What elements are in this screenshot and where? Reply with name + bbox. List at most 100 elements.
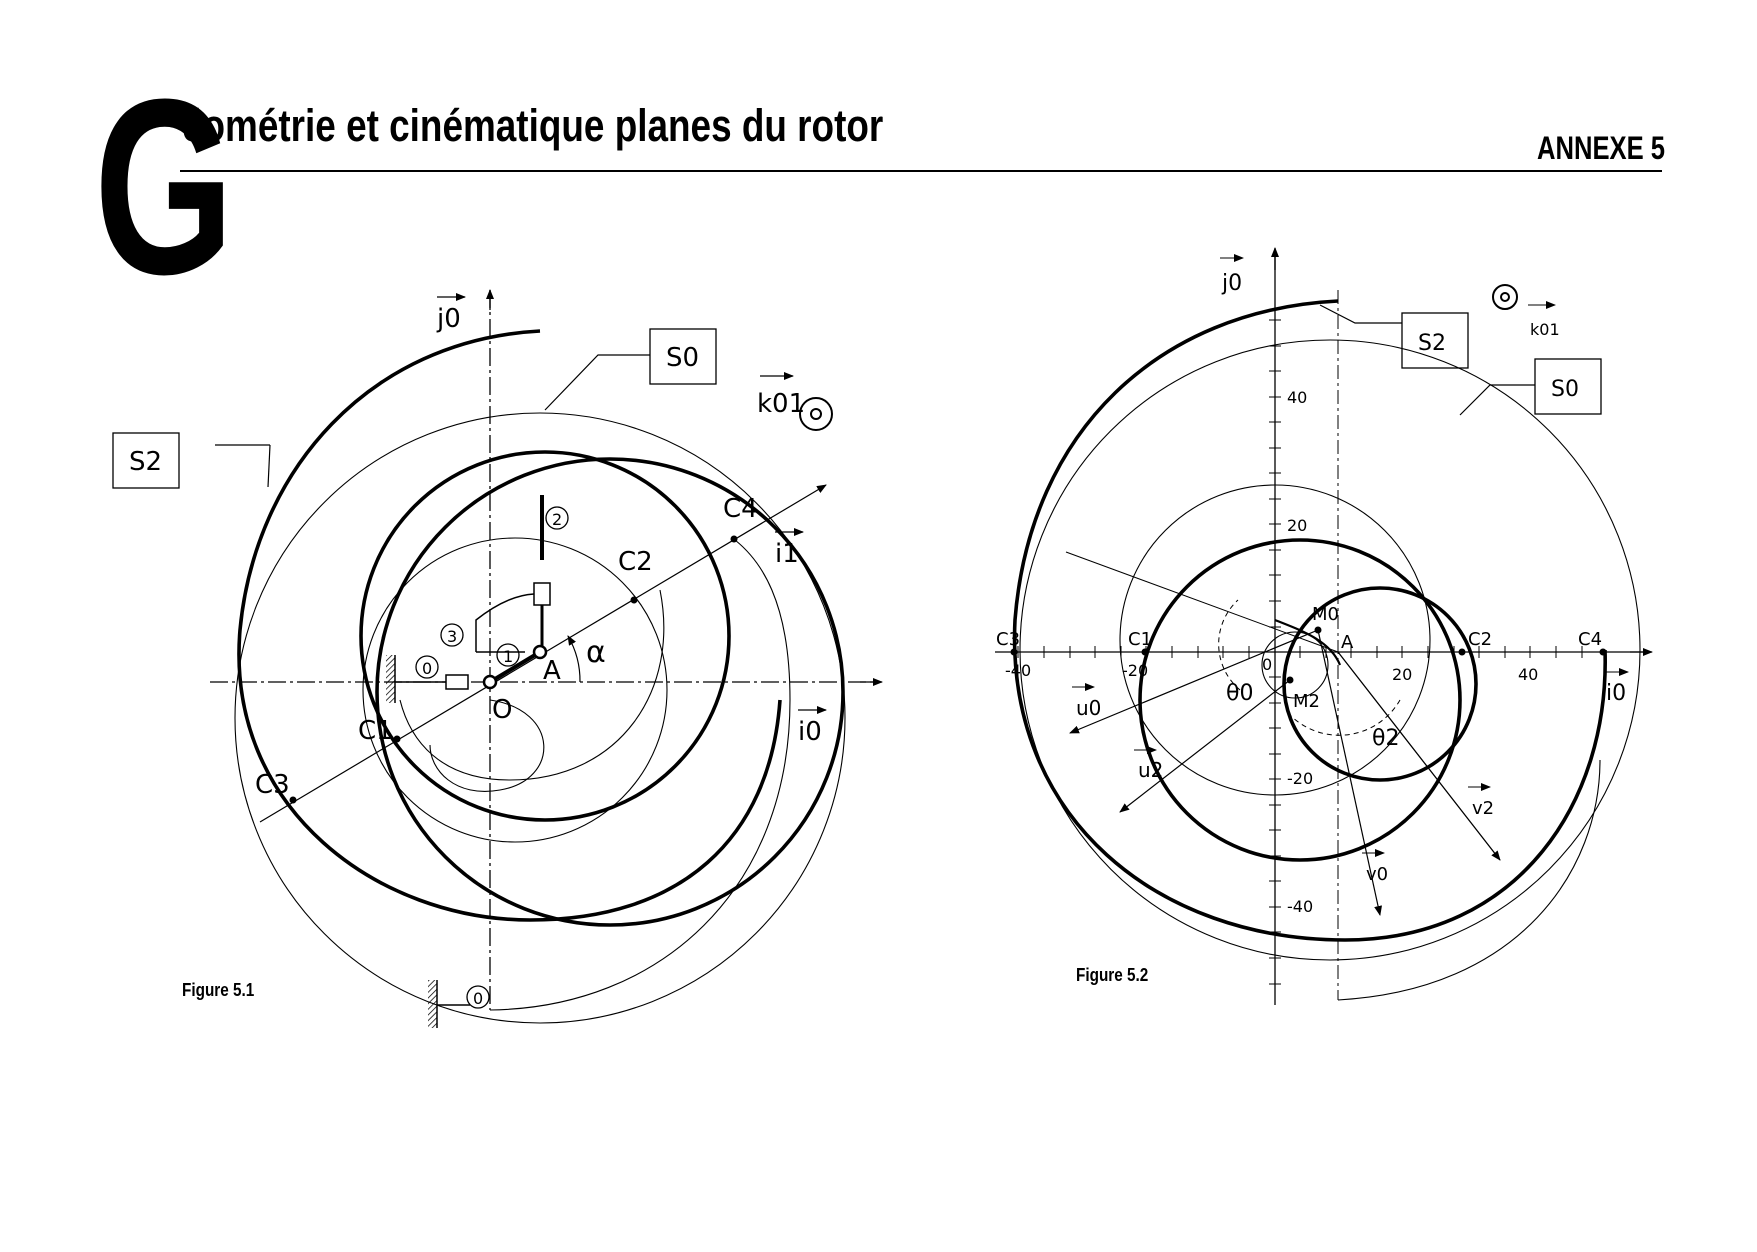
fig2-box-s2 (1401, 312, 1469, 369)
fig2-tick-x-1: -40 (1005, 661, 1031, 680)
fig2-theta2-arc (1289, 699, 1401, 736)
fig1-box-s0-label: S0 (666, 343, 699, 373)
fig2-thick-spiral (1012, 299, 1607, 942)
fig2-point-c2 (1458, 648, 1466, 656)
fig1-k01-icon (799, 397, 833, 431)
fig2-s0-leader (1459, 384, 1535, 416)
fig2-radius-line-1 (1065, 551, 1339, 653)
fig1-thick-spiral (237, 329, 782, 922)
fig1-thin-circle-large (234, 412, 846, 1024)
header-rule (180, 170, 1662, 172)
fig1-point-c1 (393, 735, 401, 743)
fig1-body-3-circle (440, 623, 464, 647)
fig1-c4-label: C4 (723, 494, 758, 524)
fig1-k01-dot (810, 408, 822, 420)
annexe-label: ANNEXE 5 (1537, 130, 1666, 166)
fig1-point-c3 (289, 796, 297, 804)
fig1-body-0-circle (415, 655, 439, 679)
fig2-k01-dot (1500, 292, 1510, 302)
fig1-box-s2-label: S2 (129, 447, 162, 477)
fig1-ground2-hatch (428, 980, 437, 1028)
fig2-u0-label: u0 (1076, 696, 1101, 720)
fig2-c1-label: C1 (1128, 629, 1152, 650)
fig1-body-0b-label: 0 (473, 989, 483, 1008)
fig2-theta0-arc (1218, 599, 1241, 691)
fig1-slider-0 (445, 674, 469, 690)
fig1-c1-label: C1 (358, 716, 393, 746)
fig1-thin-spiral-core (429, 699, 545, 792)
fig1-i1-label: i1 (775, 539, 799, 569)
fig2-theta0-label: θ0 (1226, 681, 1253, 706)
fig2-thin-spiral (1337, 759, 1601, 1001)
fig1-c3-label: C3 (255, 770, 290, 800)
fig1-box-s2 (112, 432, 180, 489)
fig2-vector-u0 (1069, 629, 1319, 734)
fig2-box-s0 (1534, 358, 1602, 415)
fig1-thin-spiral-outer (489, 539, 791, 1011)
fig2-box-s2-label: S2 (1418, 331, 1446, 356)
fig2-c2-label: C2 (1468, 629, 1492, 650)
fig1-body-1-label: 1 (503, 647, 513, 666)
fig2-tick-x-2: -20 (1122, 661, 1148, 680)
fig1-alpha-label: α (586, 635, 606, 670)
fig1-body-2-circle (545, 506, 569, 530)
fig2-tick-x-3: 0 (1262, 655, 1272, 674)
fig2-box-s0-label: S0 (1551, 377, 1579, 402)
fig1-point-o-label: O (492, 695, 512, 725)
fig2-point-m0-label: M0 (1312, 604, 1339, 625)
fig1-box-s0 (649, 328, 717, 385)
fig2-thin-circle-large (1019, 339, 1641, 961)
fig1-s0-leader (544, 354, 650, 411)
figure-5-2-caption: Figure 5.2 (1076, 965, 1149, 985)
fig2-tick-y-1: 40 (1287, 388, 1307, 407)
fig2-v2-label: v2 (1472, 798, 1494, 819)
fig2-tick-y-4: -40 (1287, 897, 1313, 916)
fig1-body-1-circle (496, 643, 520, 667)
fig1-body-0-label: 0 (422, 659, 432, 678)
fig1-x-axis-label: i0 (798, 717, 822, 747)
header-drop-cap: G (94, 47, 234, 326)
fig2-thin-circle-small (1261, 631, 1329, 699)
fig1-alpha-arc (567, 635, 581, 683)
fig2-thick-core (1274, 618, 1342, 666)
fig1-y-axis-label: j0 (436, 304, 461, 334)
fig2-point-c3 (1010, 648, 1018, 656)
figure-5-2 (995, 247, 1653, 1005)
fig1-thick-circle-inner (359, 450, 731, 822)
fig1-body-2-label: 2 (552, 510, 562, 529)
fig2-thick-circle-middle (1138, 538, 1462, 862)
fig1-body-3-label: 3 (447, 627, 457, 646)
fig2-u2-label: u2 (1138, 758, 1163, 782)
fig2-v0-label: v0 (1366, 864, 1388, 885)
fig1-thick-circle-middle (375, 457, 845, 927)
page-title: éométrie et cinématique planes du rotor (182, 100, 884, 151)
fig2-x-axis-label: i0 (1606, 681, 1626, 706)
fig2-point-m2 (1286, 676, 1294, 684)
fig1-joint-a (532, 644, 548, 660)
fig1-point-c2 (630, 596, 638, 604)
fig1-s2-leader2 (267, 444, 271, 488)
fig1-joint-o (482, 674, 498, 690)
fig2-theta2-label: θ2 (1372, 726, 1399, 751)
fig2-point-m2-label: M2 (1293, 691, 1320, 712)
fig2-point-m0 (1314, 626, 1322, 634)
fig2-c4-label: C4 (1578, 629, 1602, 650)
fig1-link-3 (475, 593, 535, 652)
fig2-c3-label: C3 (996, 629, 1020, 650)
fig2-tick-x-5: 40 (1518, 665, 1538, 684)
fig1-crank-1 (488, 650, 542, 684)
fig2-s2-leader (1319, 304, 1402, 324)
fig1-thin-spiral-inner (399, 589, 665, 781)
fig2-k01-icon (1492, 284, 1518, 310)
fig2-point-c1 (1141, 648, 1149, 656)
fig2-y-axis-label: j0 (1221, 271, 1242, 296)
fig1-point-a-label: A (543, 656, 561, 686)
fig2-tick-y-2: 20 (1287, 516, 1307, 535)
fig2-vector-v0 (1317, 629, 1382, 916)
fig1-point-c4 (730, 535, 738, 543)
fig2-tick-y-3: -20 (1287, 769, 1313, 788)
fig2-y-ticks (1269, 319, 1281, 985)
fig1-thin-circle-small (362, 537, 668, 843)
fig1-ground-hatch (386, 655, 395, 703)
